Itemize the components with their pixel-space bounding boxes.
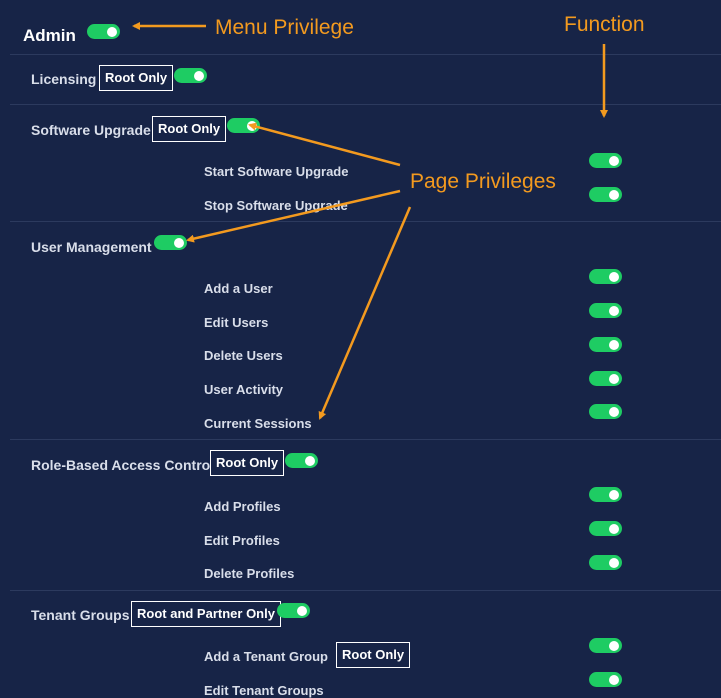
page-item-label: Delete Users: [204, 348, 283, 363]
toggle-knob: [609, 373, 619, 384]
stop-software-upgrade-toggle[interactable]: [589, 187, 622, 202]
toggle-knob: [609, 406, 619, 417]
page-item-label: Add a User: [204, 281, 273, 296]
divider: [10, 439, 721, 440]
page-item-label: User Activity: [204, 382, 283, 397]
software-upgrade-toggle[interactable]: [227, 118, 260, 133]
page-title: Admin: [23, 26, 76, 45]
toggle-knob: [247, 120, 257, 131]
annotation-menu-privilege: Menu Privilege: [215, 16, 354, 39]
root-only-badge: Root Only: [152, 116, 227, 142]
toggle-knob: [609, 339, 619, 350]
section-label-tenant-groups: Tenant Groups: [31, 607, 130, 623]
toggle-knob: [609, 189, 619, 200]
add-tenant-group-toggle[interactable]: [589, 638, 622, 653]
page-item-label: Add Profiles: [204, 499, 281, 514]
root-only-badge: Root Only: [99, 65, 174, 91]
delete-profiles-toggle[interactable]: [589, 555, 622, 570]
toggle-knob: [194, 70, 204, 81]
toggle-knob: [609, 489, 619, 500]
section-label-user-management: User Management: [31, 239, 152, 255]
root-only-badge: Root Only: [210, 450, 285, 476]
toggle-knob: [609, 523, 619, 534]
divider: [10, 104, 721, 105]
toggle-knob: [609, 640, 619, 651]
tenant-groups-toggle[interactable]: [277, 603, 310, 618]
add-user-toggle[interactable]: [589, 269, 622, 284]
toggle-knob: [174, 237, 184, 248]
arrow-page-privilege-sessions: [318, 206, 412, 420]
page-item-label: Edit Users: [204, 315, 269, 330]
toggle-knob: [609, 155, 619, 166]
section-label-software-upgrade: Software Upgrade: [31, 122, 151, 138]
toggle-knob: [305, 455, 315, 466]
page-item-label: Current Sessions: [204, 416, 312, 431]
divider: [10, 54, 721, 55]
start-software-upgrade-toggle[interactable]: [589, 153, 622, 168]
page-item-label: Add a Tenant Group: [204, 649, 328, 664]
section-label-licensing: Licensing: [31, 71, 97, 87]
edit-users-toggle[interactable]: [589, 303, 622, 318]
edit-profiles-toggle[interactable]: [589, 521, 622, 536]
annotation-page-privileges: Page Privileges: [410, 170, 556, 193]
toggle-knob: [297, 605, 307, 616]
toggle-knob: [107, 26, 117, 37]
toggle-knob: [609, 674, 619, 685]
user-activity-toggle[interactable]: [589, 371, 622, 386]
toggle-knob: [609, 271, 619, 282]
root-only-badge: Root Only: [336, 642, 411, 668]
licensing-toggle[interactable]: [174, 68, 207, 83]
user-management-toggle[interactable]: [154, 235, 187, 250]
divider: [10, 221, 721, 222]
annotation-function: Function: [564, 13, 645, 36]
root-and-partner-only-badge: Root and Partner Only: [131, 601, 281, 627]
arrow-page-privilege-software: [248, 122, 401, 167]
page-item-label: Edit Profiles: [204, 533, 280, 548]
edit-tenant-groups-toggle[interactable]: [589, 672, 622, 687]
current-sessions-toggle[interactable]: [589, 404, 622, 419]
delete-users-toggle[interactable]: [589, 337, 622, 352]
divider: [10, 590, 721, 591]
section-label-rbac: Role-Based Access Control: [31, 457, 215, 473]
toggle-knob: [609, 557, 619, 568]
page-item-label: Stop Software Upgrade: [204, 198, 348, 213]
add-profiles-toggle[interactable]: [589, 487, 622, 502]
toggle-knob: [609, 305, 619, 316]
page-item-label: Delete Profiles: [204, 566, 295, 581]
admin-menu-toggle[interactable]: [87, 24, 120, 39]
rbac-toggle[interactable]: [285, 453, 318, 468]
page-item-label: Edit Tenant Groups: [204, 683, 324, 698]
page-item-label: Start Software Upgrade: [204, 164, 349, 179]
